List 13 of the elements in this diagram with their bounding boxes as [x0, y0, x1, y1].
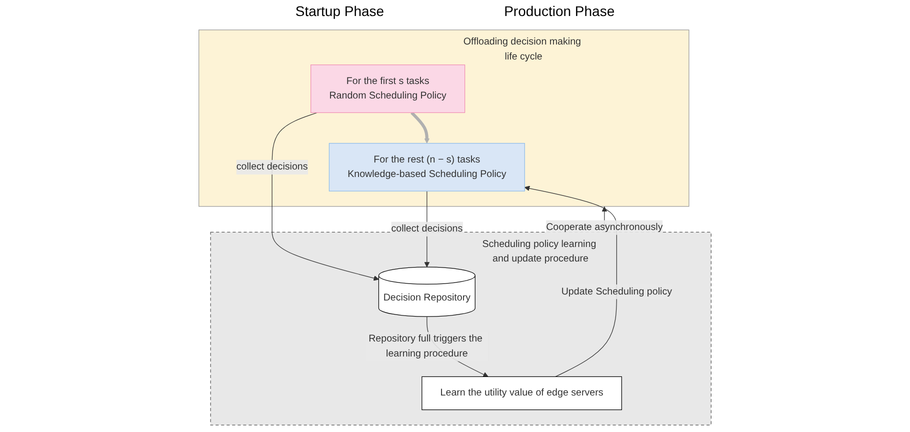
arrow — [410, 111, 430, 144]
edge-label: Cooperate asynchronously — [546, 222, 663, 232]
edge-label: collect decisions — [391, 223, 463, 234]
edge-label: Repository full triggers the learning procedure — [368, 333, 483, 358]
arrow — [272, 112, 379, 280]
edge-label: Update Scheduling policy — [561, 286, 672, 296]
phase-label: Startup Phase — [295, 3, 384, 19]
node-box: For the first s tasks Random Scheduling Policy — [310, 64, 466, 112]
phase-label: Production Phase — [504, 3, 615, 19]
edge-label: collect decisions — [236, 161, 308, 172]
arrow — [524, 185, 617, 376]
node-box: Learn the utility value of edge servers — [422, 376, 622, 410]
node-box: For the rest (n − s) tasks Knowledge-based Scheduling Policy — [328, 142, 525, 191]
